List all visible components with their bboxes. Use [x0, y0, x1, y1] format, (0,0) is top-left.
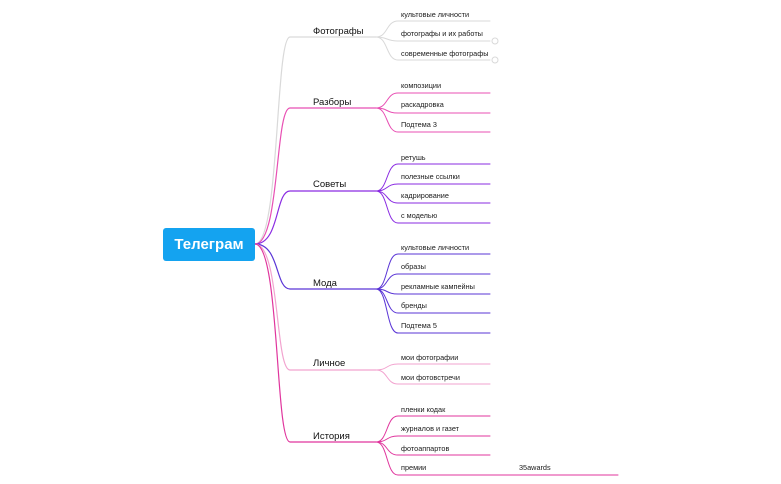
leaf-connector: [375, 20, 491, 38]
leaf-topic[interactable]: Подтема 5: [401, 321, 437, 330]
leaf-topic[interactable]: пленки кодак: [401, 405, 446, 414]
leaf-connector: [375, 253, 491, 290]
leaf-connector: [375, 183, 491, 192]
leaf-connector: [375, 415, 491, 443]
branch-topic-tips[interactable]: Советы: [313, 179, 347, 190]
root-topic[interactable]: Телеграм: [163, 228, 255, 261]
leaf-connector: [375, 288, 491, 334]
leaf-connector: [375, 92, 491, 109]
leaf-topic[interactable]: журналов и газет: [401, 424, 459, 433]
leaf-topic[interactable]: бренды: [401, 301, 427, 310]
leaf-connector: [375, 369, 491, 385]
leaf-topic[interactable]: современные фотографы: [401, 49, 489, 58]
leaf-connector: [375, 288, 491, 314]
leaf-topic[interactable]: премии: [401, 463, 427, 472]
leaf-topic[interactable]: фотографы и их работы: [401, 29, 483, 38]
leaf-topic[interactable]: ретушь: [401, 153, 426, 162]
leaf-topic[interactable]: культовые личности: [401, 243, 470, 252]
branch-connector: [254, 190, 377, 245]
branch-connector: [254, 243, 377, 290]
branch-topic-analyses[interactable]: Разборы: [313, 97, 352, 108]
leaf-connector: [375, 190, 491, 224]
leaf-topic[interactable]: культовые личности: [401, 10, 470, 19]
subleaf-topic[interactable]: 35awards: [519, 463, 551, 472]
leaf-topic[interactable]: Подтема 3: [401, 120, 437, 129]
leaf-topic[interactable]: композиции: [401, 81, 442, 90]
leaf-topic[interactable]: раскадровка: [401, 100, 444, 109]
branch-topic-history[interactable]: История: [313, 431, 350, 442]
branch-connector: [254, 243, 377, 443]
leaf-topic[interactable]: фотоаппартов: [401, 444, 450, 453]
leaf-connector: [375, 163, 491, 192]
branch-connector: [254, 36, 377, 245]
branch-topic-photographers[interactable]: Фотографы: [313, 26, 364, 37]
branch-topic-personal[interactable]: Личное: [313, 358, 346, 369]
leaf-topic[interactable]: мои фотовстречи: [401, 373, 460, 382]
leaf-topic[interactable]: рекламные кампейны: [401, 282, 475, 291]
leaf-connector: [375, 435, 491, 443]
leaf-topic[interactable]: образы: [401, 262, 426, 271]
branch-topic-fashion[interactable]: Мода: [313, 278, 337, 289]
branch-connector: [254, 107, 377, 245]
leaf-topic[interactable]: полезные ссылки: [401, 172, 460, 181]
leaf-connector: [375, 273, 491, 290]
collapse-toggle-icon[interactable]: [491, 56, 499, 64]
leaf-connector: [375, 363, 491, 371]
root-topic-label: Телеграм: [174, 236, 244, 253]
leaf-connector: [375, 441, 491, 476]
leaf-topic[interactable]: мои фотографии: [401, 353, 459, 362]
leaf-connector: [375, 36, 491, 61]
leaf-topic[interactable]: с моделью: [401, 211, 438, 220]
branch-connector: [254, 243, 377, 371]
leaf-connector: [375, 107, 491, 133]
leaf-topic[interactable]: кадрирование: [401, 191, 449, 200]
collapse-toggle-icon[interactable]: [491, 37, 499, 45]
